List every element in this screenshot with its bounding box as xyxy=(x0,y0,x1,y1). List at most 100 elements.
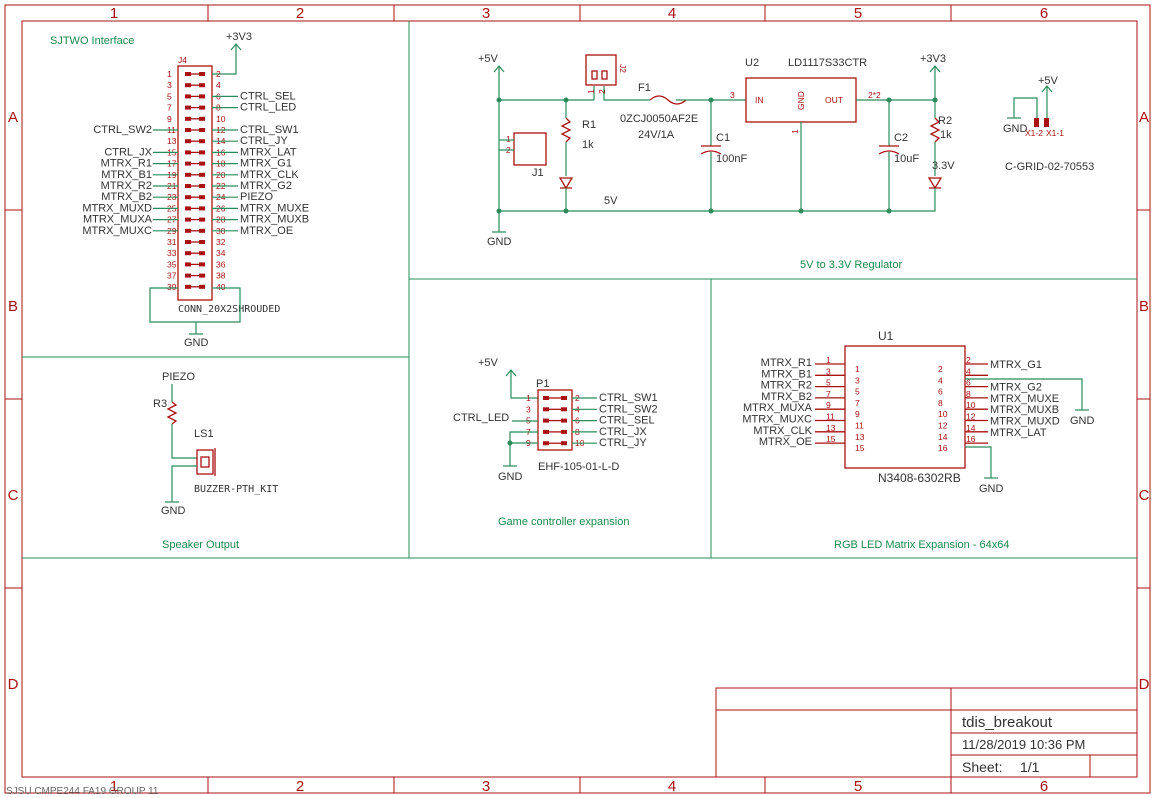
u1-net-label: MTRX_B1 xyxy=(761,368,812,380)
j4-pin-pad xyxy=(185,83,191,88)
ls1-refdes: LS1 xyxy=(194,428,214,440)
j4-pin-pad xyxy=(199,273,205,278)
p1-gnd-label: GND xyxy=(498,471,523,483)
j4-pin-pad xyxy=(185,206,191,211)
j4-pin-pad xyxy=(185,161,191,166)
j4-pin-pad xyxy=(185,251,191,256)
j4-gnd-net: GND xyxy=(149,287,241,349)
r2-refdes: R2 xyxy=(938,115,952,127)
j4-pin-pad xyxy=(199,240,205,244)
u1-net-label: MTRX_G1 xyxy=(990,359,1042,371)
u1-pin-number: 11 xyxy=(826,412,835,422)
u1-pin-number-inside: 3 xyxy=(855,375,860,385)
p1-pin-pad xyxy=(543,429,549,434)
j4-pin-pad xyxy=(199,150,205,155)
j4-pin-number: 36 xyxy=(216,259,226,269)
r2-value: 1k xyxy=(940,129,952,141)
j4-net-label: PIEZO xyxy=(240,191,273,203)
c1-refdes: C1 xyxy=(716,132,730,144)
j4-3v3-label: +3V3 xyxy=(226,31,252,43)
j4-pin-pad xyxy=(185,217,191,222)
j4-pin-pad xyxy=(199,161,205,166)
j4-pin-pad xyxy=(185,228,191,233)
f1-rating: 24V/1A xyxy=(638,129,675,141)
u1-pin-number-inside: 7 xyxy=(855,398,860,408)
col-label: 2 xyxy=(296,5,304,22)
j4-net-label: MTRX_R2 xyxy=(101,180,152,192)
j4-pin-number: 7 xyxy=(167,103,172,113)
buzzer-ls1-body xyxy=(196,449,214,475)
col-label: 1 xyxy=(110,5,118,22)
row-label: D xyxy=(1139,676,1150,693)
j4-pin-pad xyxy=(199,139,205,144)
j4-pin-pad xyxy=(185,262,191,267)
c2-refdes: C2 xyxy=(894,132,908,144)
row-label: B xyxy=(8,298,18,315)
j4-net-label: MTRX_MUXB xyxy=(240,214,309,226)
j1-refdes: J1 xyxy=(532,167,544,179)
col-label: 5 xyxy=(854,778,862,795)
j4-pin-number: 37 xyxy=(167,271,177,281)
title-block-sheet-label: Sheet: xyxy=(962,759,1002,775)
j4-net-label: MTRX_MUXE xyxy=(240,202,309,214)
p1-part: EHF-105-01-L-D xyxy=(538,461,619,473)
fuse-f1-symbol xyxy=(649,95,687,105)
j4-pin-pad xyxy=(199,94,205,99)
u1-pin-number: 4 xyxy=(966,366,971,376)
u2-part: LD1117S33CTR xyxy=(788,57,867,69)
col-label: 4 xyxy=(668,778,676,795)
j4-net-label: MTRX_OE xyxy=(240,225,293,237)
j4-pin-number: 10 xyxy=(216,114,226,124)
u1-pin-number: 3 xyxy=(826,366,831,376)
u1-net-label: MTRX_OE xyxy=(759,436,812,448)
u1-pin-number-inside: 15 xyxy=(855,443,865,453)
regulator-circuit: +5V J2 1 2 F1 0ZCJ0050AF2E 24V/1A 1 2 J1… xyxy=(478,53,955,248)
svg-text:1: 1 xyxy=(790,129,800,134)
j4-net-label: MTRX_MUXA xyxy=(83,214,153,226)
j4-pin-pad xyxy=(185,240,191,244)
section-title-sjtwo: SJTWO Interface xyxy=(50,35,134,47)
j4-pin-pad xyxy=(199,172,205,177)
u1-pin-number: 6 xyxy=(966,378,971,388)
p1-pin-number: 1 xyxy=(526,393,531,403)
j4-net-label: CTRL_SEL xyxy=(240,90,296,102)
c1-value: 100nF xyxy=(716,153,747,165)
u2-refdes: U2 xyxy=(745,57,759,69)
r3-refdes: R3 xyxy=(153,398,167,410)
j4-net-label: MTRX_CLK xyxy=(240,169,299,181)
u1-net-label: MTRX_MUXB xyxy=(990,404,1059,416)
u1-refdes: U1 xyxy=(878,329,894,343)
x1-part: C-GRID-02-70553 xyxy=(1005,161,1094,173)
speaker-piezo-net: PIEZO xyxy=(162,371,195,383)
j4-net-label: MTRX_B2 xyxy=(101,191,152,203)
j4-pin-pad xyxy=(199,206,205,211)
row-label: A xyxy=(8,109,18,126)
j4-pin-pad xyxy=(199,184,205,188)
u1-pin-number-inside: 6 xyxy=(938,387,943,397)
c2-value: 10uF xyxy=(894,153,919,165)
f1-refdes: F1 xyxy=(638,82,651,94)
j4-part: CONN_20X2SHROUDED xyxy=(178,304,280,315)
frame-column-labels-bottom: 1 2 3 4 5 6 xyxy=(110,778,1048,795)
j4-pin-number: 34 xyxy=(216,248,226,258)
svg-text:3: 3 xyxy=(730,90,735,100)
p1-pin-pad xyxy=(561,407,567,412)
u1-pin-number-inside: 1 xyxy=(855,364,860,374)
j4-pin-pad xyxy=(185,273,191,278)
col-label: 3 xyxy=(482,5,490,22)
j4-pin-pad xyxy=(199,251,205,256)
p1-pin-pad xyxy=(561,396,567,400)
j4-pin-pad xyxy=(185,150,191,155)
u1-pin-number-inside: 9 xyxy=(855,409,860,419)
j4-pin-pad xyxy=(185,172,191,177)
r3-symbol xyxy=(166,401,178,425)
j4-pin-pad xyxy=(199,128,205,132)
u1-pin-number-inside: 11 xyxy=(855,421,864,431)
net-5v-label: 5V xyxy=(604,195,618,207)
r2-symbol xyxy=(929,117,941,143)
u1-part: N3408-6302RB xyxy=(878,471,961,485)
u1-net-label: MTRX_G2 xyxy=(990,382,1042,394)
x1-gnd-label: GND xyxy=(1003,123,1028,135)
